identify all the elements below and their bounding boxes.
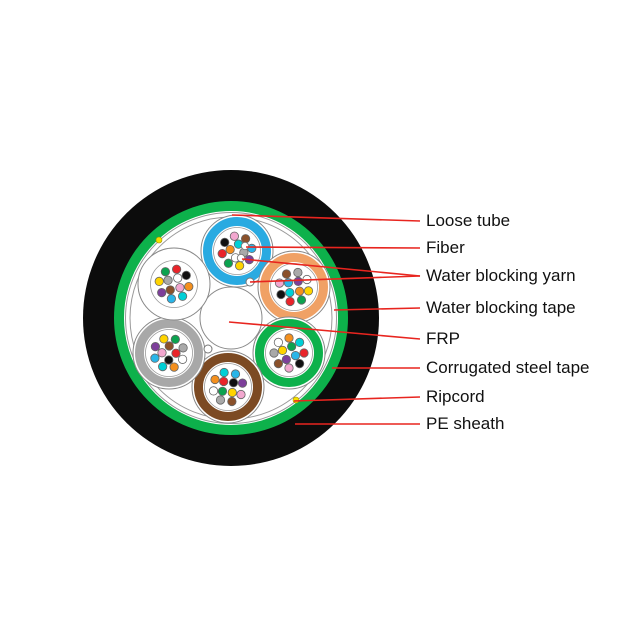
fiber-dot [163, 275, 173, 285]
fiber-dot [215, 395, 226, 405]
fiber-dot [170, 334, 180, 345]
fiber-dot [164, 355, 174, 365]
part-label-water-blocking-yarn: Water blocking yarn [426, 266, 576, 285]
fiber-dot [175, 283, 185, 293]
fiber-dot [164, 341, 174, 351]
part-label-corrugated-steel-tape: Corrugated steel tape [426, 358, 590, 377]
fiber-dot [287, 341, 297, 352]
fiber-dot [173, 273, 183, 283]
fiber-dot [171, 348, 181, 358]
leader-line [241, 258, 421, 277]
fiber-dot [225, 244, 235, 255]
fiber-dot [273, 359, 283, 369]
part-label-fiber: Fiber [426, 238, 465, 257]
loose-tube-gray-inner-wall [145, 329, 193, 377]
part-label-ripcord: Ripcord [426, 387, 485, 406]
fiber-dot [150, 342, 161, 352]
frp-circle [199, 286, 263, 350]
water-blocking-yarn-dot [236, 253, 246, 263]
fiber-dot [159, 334, 169, 344]
fiber-dot [303, 286, 314, 296]
fiber-dot [172, 264, 182, 274]
fiber-dot [235, 261, 245, 271]
fiber-dot [230, 369, 241, 379]
fiber-dot [219, 376, 229, 387]
fiber-dot [157, 348, 167, 358]
fiber-dot [228, 378, 239, 388]
fiber-dot [229, 231, 239, 241]
fiber-dot [285, 287, 295, 298]
water-blocking-yarn-dot [203, 344, 213, 354]
leader-line [228, 321, 421, 340]
fiber-dot [166, 294, 176, 304]
fiber-dot [217, 386, 228, 396]
fiber-dot [165, 285, 175, 295]
fiber-dot [299, 348, 309, 358]
fiber-dot [294, 286, 305, 296]
fiber-dot [269, 348, 279, 358]
leader-line [231, 214, 421, 222]
fiber-dot [284, 333, 294, 343]
fiber-dot [210, 374, 220, 385]
part-label-frp: FRP [426, 329, 460, 348]
fiber-dot [217, 249, 227, 259]
fiber-dot [158, 361, 168, 372]
fiber-dot [223, 258, 233, 268]
fiber-dot [295, 337, 305, 347]
fiber-dot [285, 296, 295, 307]
leader-line [333, 307, 421, 311]
fiber-dot [276, 289, 286, 300]
fiber-dot [220, 237, 230, 247]
fiber-dot [296, 295, 307, 305]
leader-line [249, 275, 421, 283]
fiber-dot [154, 276, 164, 286]
ripcord-dot [155, 236, 163, 244]
fiber-dot [293, 267, 303, 278]
fiber-dot [295, 359, 305, 369]
fiber-dot [150, 353, 160, 363]
fiber-dot [293, 276, 303, 287]
fiber-dot [241, 234, 251, 244]
fiber-dot [237, 378, 248, 388]
fiber-dot [281, 269, 292, 279]
ripcord-dot [292, 396, 300, 404]
fiber-dot [227, 387, 237, 398]
leader-line [245, 246, 421, 249]
fiber-dot [236, 389, 246, 400]
fiber-dot [284, 363, 294, 373]
water-blocking-tape-circle [125, 212, 337, 424]
part-label-water-blocking-tape: Water blocking tape [426, 298, 576, 317]
fiber-dot [277, 345, 288, 355]
fiber-dot [227, 396, 237, 407]
fiber-dot [178, 343, 188, 353]
leader-line [293, 396, 421, 402]
fiber-dot [184, 282, 194, 292]
fiber-dot [290, 351, 301, 361]
fiber-dot [281, 354, 291, 365]
fiber-dot [178, 291, 188, 301]
fiber-dot [160, 267, 170, 277]
part-label-pe-sheath: PE sheath [426, 414, 505, 433]
fiber-dot [273, 337, 283, 347]
fiber-dot [208, 386, 219, 396]
fiber-dot [219, 367, 229, 378]
fiber-dot [181, 270, 191, 280]
part-label-loose-tube: Loose tube [426, 211, 511, 230]
fiber-dot [177, 354, 188, 364]
water-blocking-yarn-dot [240, 241, 250, 251]
fiber-dot [157, 288, 167, 298]
fiber-dot [169, 362, 179, 372]
